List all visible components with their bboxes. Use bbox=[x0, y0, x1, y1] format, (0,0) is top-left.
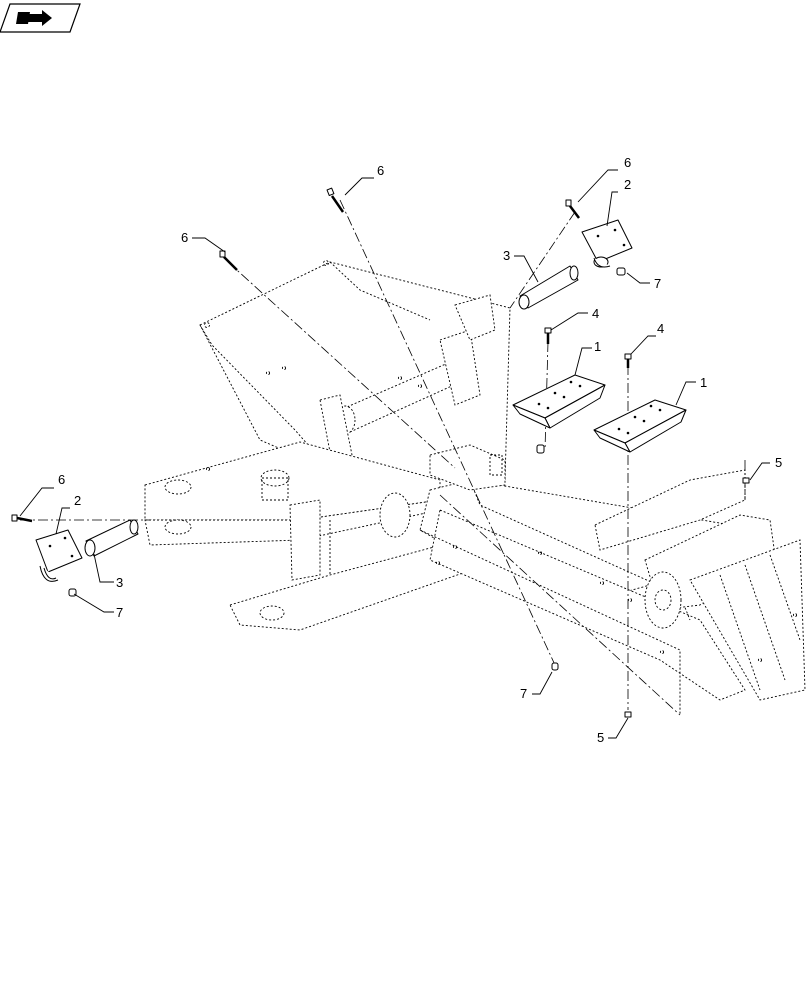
bolt-right[interactable] bbox=[565, 199, 580, 219]
book-arrow-icon[interactable] bbox=[0, 3, 81, 33]
callout-1-b[interactable]: 1 bbox=[700, 375, 707, 390]
callout-2-right[interactable]: 2 bbox=[624, 177, 631, 192]
nut-5-right[interactable] bbox=[742, 477, 750, 484]
callout-6-lower[interactable]: 6 bbox=[58, 472, 65, 487]
callout-7-right[interactable]: 7 bbox=[654, 276, 661, 291]
callout-6-left[interactable]: 6 bbox=[181, 230, 188, 245]
callout-labels: 6 6 6 2 3 7 4 1 4 1 5 6 2 3 7 7 5 bbox=[58, 155, 782, 745]
nut-bottom[interactable] bbox=[551, 662, 559, 671]
callout-7-bottom[interactable]: 7 bbox=[520, 686, 527, 701]
bolt-top[interactable] bbox=[326, 187, 345, 213]
nut-center[interactable] bbox=[536, 444, 545, 454]
pin-bracket-right[interactable] bbox=[581, 219, 633, 268]
nut-5-bottom[interactable] bbox=[624, 711, 632, 718]
callout-4-a[interactable]: 4 bbox=[592, 306, 599, 321]
callout-4-b[interactable]: 4 bbox=[657, 321, 664, 336]
nut-right[interactable] bbox=[616, 267, 626, 276]
callout-6-right[interactable]: 6 bbox=[624, 155, 631, 170]
wear-plate-a[interactable] bbox=[512, 374, 606, 429]
callout-2-lower[interactable]: 2 bbox=[74, 493, 81, 508]
pivot-pin-top[interactable] bbox=[518, 265, 579, 310]
wear-plate-b[interactable] bbox=[593, 399, 687, 453]
callout-5-right[interactable]: 5 bbox=[775, 455, 782, 470]
frame-assembly bbox=[144, 260, 806, 715]
callout-leaders bbox=[19, 169, 770, 739]
pin-bracket-lower[interactable] bbox=[35, 529, 83, 582]
pivot-pin-lower[interactable] bbox=[84, 519, 139, 557]
bolt-left[interactable] bbox=[219, 250, 238, 271]
callout-3-lower[interactable]: 3 bbox=[116, 575, 123, 590]
callout-1-a[interactable]: 1 bbox=[594, 339, 601, 354]
bolt-4a[interactable] bbox=[544, 327, 552, 344]
bolt-lower[interactable] bbox=[11, 514, 33, 523]
callout-7-lower[interactable]: 7 bbox=[116, 605, 123, 620]
callout-3-top[interactable]: 3 bbox=[503, 248, 510, 263]
bolt-4b[interactable] bbox=[624, 353, 632, 368]
callout-6-top[interactable]: 6 bbox=[377, 163, 384, 178]
callout-5-bottom[interactable]: 5 bbox=[597, 730, 604, 745]
